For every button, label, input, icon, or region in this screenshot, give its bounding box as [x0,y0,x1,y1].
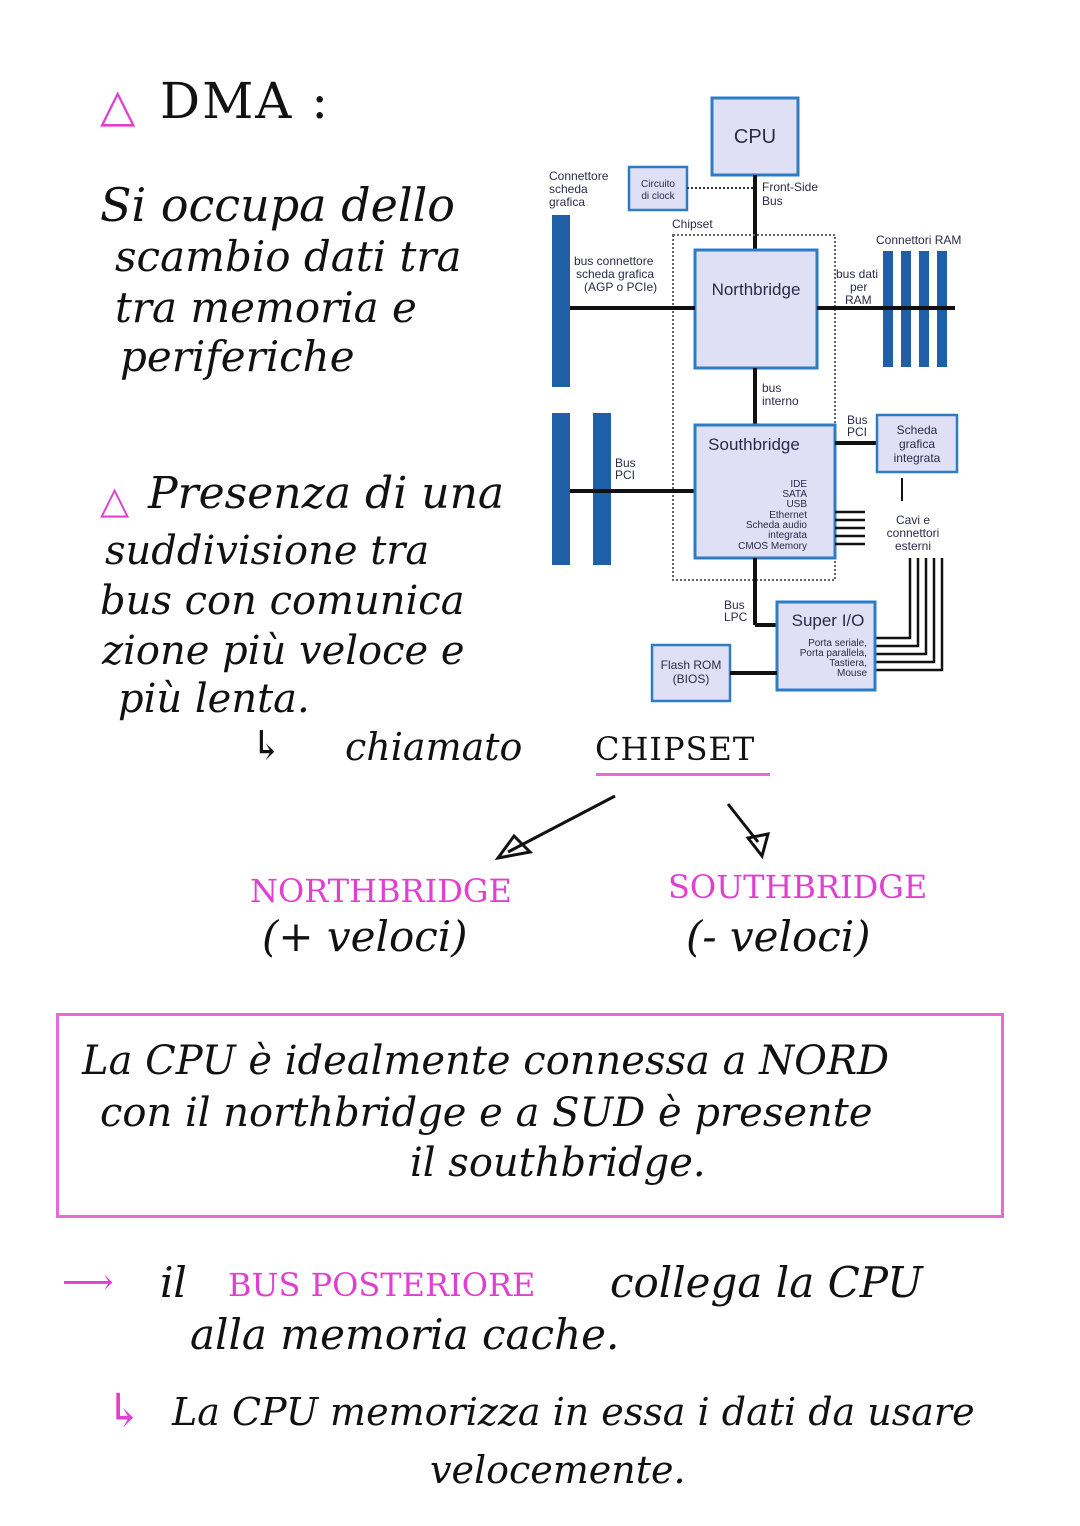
super-io-label: Super I/O [792,611,865,630]
bus-pci-right-label-2: PCI [847,425,867,439]
bus-note-2: velocemente. [430,1448,686,1492]
dma-line-2: scambio dati tra [115,232,462,281]
bus-pci-left-label-1: Bus [615,456,636,470]
bus-pci-right-label-1: Bus [847,413,868,427]
presenza-line-5: più lenta. [118,676,310,722]
scheda-grafica-label-2: grafica [899,437,935,451]
clock-box [627,165,689,212]
cavi-label-3: esterni [895,539,931,553]
sb-item: integrata [768,530,807,541]
summary-line-2: con il northbridge e a SUD è presente [100,1090,873,1136]
bus-ram-label-1: bus dati [836,267,878,281]
cavi-label-2: connettori [887,526,940,540]
northbridge-label: NORTHBRIDGE [250,872,512,910]
arrow-right-icon: ⟶ [62,1262,114,1303]
graphics-connector-slot [552,215,570,387]
super-io-box [775,600,877,692]
connettore-label-1: Connettore [549,169,609,183]
bus-prefix: il [160,1258,187,1307]
branch-arrows [494,794,771,861]
sb-item: Scheda audio [746,520,808,531]
summary-line-1: La CPU è idealmente connessa a NORD [82,1038,890,1084]
connettori-ram-label: Connettori RAM [876,233,961,247]
dma-line-4: periferiche [120,332,355,381]
bus-lpc-label-1: Bus [724,598,745,612]
connettore-label-2: scheda [549,182,588,196]
southbridge-label: Southbridge [708,435,800,454]
bus-rest-1: collega la CPU [610,1258,923,1307]
scheda-grafica-label-3: integrata [894,451,941,465]
triangle-icon: △ [100,78,136,132]
clock-label-1: Circuito [641,179,675,190]
return-arrow-icon: ↳ [105,1383,144,1437]
clock-label-2: di clock [641,191,675,202]
southbridge-label: SOUTHBRIDGE [668,868,928,906]
bus-interno-label-2: interno [762,394,799,408]
scheda-grafica-box [875,413,959,474]
bus-rest-2: alla memoria cache. [190,1310,620,1359]
bus-conn-label-1: bus connettore [574,254,654,268]
chipset-prefix: chiamato [345,725,523,769]
chipset-label: Chipset [672,217,713,231]
chipset-underline [596,773,770,776]
northbridge-label: Northbridge [712,280,801,299]
southbridge-note: (- veloci) [686,912,871,961]
super-item: Tastiera, [829,658,867,669]
super-item: Porta parallela, [800,648,867,659]
bus-lpc-label-2: LPC [724,610,748,624]
chipset-diagram: CPU Circuito di clock Front-Side Bus Con… [540,85,990,710]
connettore-label-3: grafica [549,195,585,209]
chipset-name: CHIPSET [595,730,756,768]
presenza-line-2: suddivisione tra [105,528,430,574]
presenza-line-4: zione più veloce e [102,628,465,674]
dma-line-3: tra memoria e [115,283,417,332]
sb-item: Ethernet [769,510,807,521]
front-side-label-1: Front-Side [762,180,818,194]
flash-rom-box [650,643,732,703]
summary-box [56,1013,1004,1218]
bus-ram-label-2: per [850,280,867,294]
cavi-label-1: Cavi e [896,513,930,527]
scheda-grafica-label-1: Scheda [897,423,938,437]
pci-slot-1 [552,413,570,565]
dma-heading: DMA : [160,72,331,130]
front-side-label-2: Bus [762,194,783,208]
bus-ram-label-3: RAM [845,293,872,307]
flash-label-2: (BIOS) [673,672,710,686]
arrow-north-icon [507,794,616,854]
northbridge-note: (+ veloci) [262,912,468,961]
return-arrow-icon: ↳ [250,723,284,769]
bus-note-1: La CPU memorizza in essa i dati da usare [172,1390,975,1434]
bus-posteriore-term: BUS POSTERIORE [228,1266,536,1304]
sb-item: CMOS Memory [738,541,807,552]
summary-line-3: il southbridge. [410,1140,706,1186]
super-item: Mouse [837,668,867,679]
cpu-box [710,96,800,177]
bus-conn-label-2: scheda grafica [576,267,654,281]
bus-conn-label-3: (AGP o PCIe) [584,280,657,294]
southbridge-box [693,423,837,560]
presenza-line-3: bus con comunica [100,578,465,624]
triangle-icon: △ [100,478,130,522]
super-item: Porta seriale, [808,638,867,649]
sb-item: IDE [790,479,807,490]
bus-interno-label-1: bus [762,381,781,395]
presenza-line-1: Presenza di una [148,468,505,519]
cpu-label: CPU [734,126,776,148]
bus-pci-left-label-2: PCI [615,468,635,482]
sb-item: SATA [782,489,807,500]
chipset-diagram-svg: CPU Circuito di clock Front-Side Bus Con… [549,96,961,703]
northbridge-box [693,248,819,370]
flash-label-1: Flash ROM [661,658,722,672]
dma-line-1: Si occupa dello [100,178,455,232]
sb-item: USB [786,499,807,510]
